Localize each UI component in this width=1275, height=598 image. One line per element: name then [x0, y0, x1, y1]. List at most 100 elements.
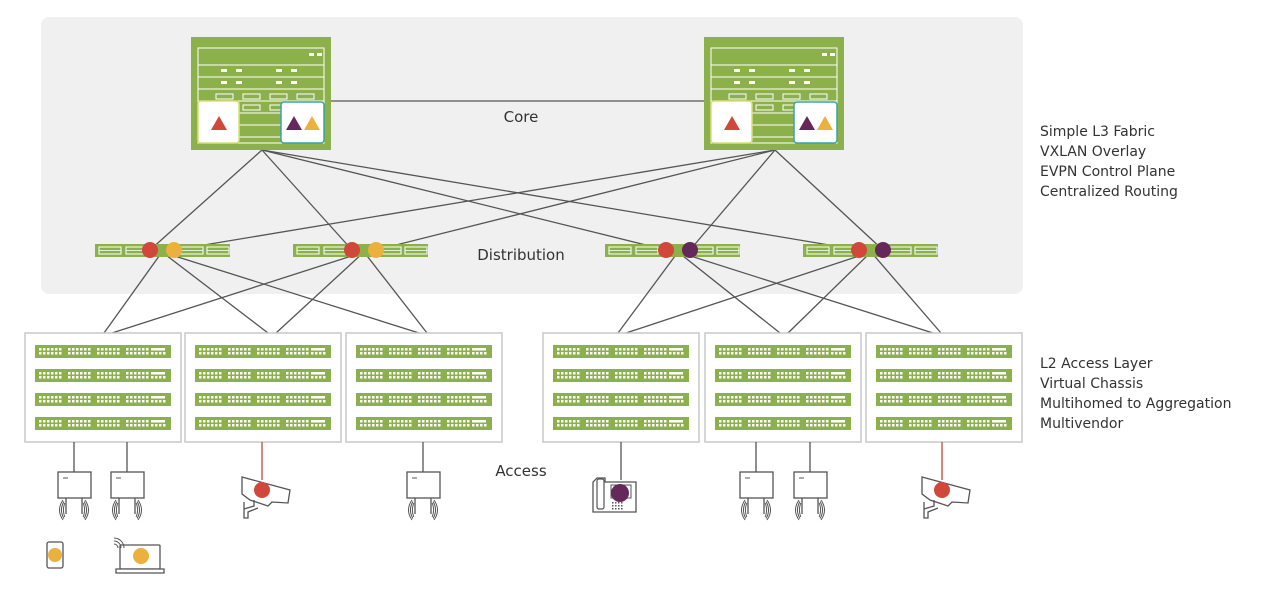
- port: [598, 348, 601, 351]
- port: [739, 348, 742, 351]
- port: [240, 348, 243, 351]
- port: [389, 348, 392, 351]
- port: [126, 424, 129, 427]
- port: [561, 372, 564, 375]
- port: [211, 424, 214, 427]
- port: [84, 420, 87, 423]
- port: [109, 372, 112, 375]
- core-port: [276, 69, 282, 72]
- keypad-key: [615, 502, 617, 504]
- port: [380, 400, 383, 403]
- port: [232, 348, 235, 351]
- port: [731, 424, 734, 427]
- port: [290, 400, 293, 403]
- port: [455, 352, 458, 355]
- port: [105, 420, 108, 423]
- port: [913, 400, 916, 403]
- port: [880, 420, 883, 423]
- wifi-wave-icon: [136, 501, 141, 519]
- port: [810, 376, 813, 379]
- port: [302, 396, 305, 399]
- port: [569, 400, 572, 403]
- port: [756, 424, 759, 427]
- distribution-label: Distribution: [477, 246, 565, 264]
- wifi-wave-icon: [113, 543, 119, 549]
- status-dot: [142, 242, 158, 258]
- port: [785, 348, 788, 351]
- port: [397, 396, 400, 399]
- port: [598, 396, 601, 399]
- port: [602, 400, 605, 403]
- wifi-wave-icon: [112, 499, 117, 521]
- port: [727, 424, 730, 427]
- port: [393, 348, 396, 351]
- port: [760, 376, 763, 379]
- access-switch-chassis: [553, 369, 689, 382]
- uplink-port: [323, 352, 326, 355]
- port: [777, 352, 780, 355]
- uplink-port: [476, 376, 479, 379]
- port: [68, 376, 71, 379]
- port: [768, 400, 771, 403]
- port: [635, 372, 638, 375]
- port: [967, 376, 970, 379]
- port: [389, 400, 392, 403]
- core-distribution-link: [261, 149, 860, 251]
- port: [236, 372, 239, 375]
- port: [594, 352, 597, 355]
- port: [719, 352, 722, 355]
- port: [84, 352, 87, 355]
- port: [561, 420, 564, 423]
- port: [438, 424, 441, 427]
- access-switch-chassis: [715, 369, 851, 382]
- port: [43, 352, 46, 355]
- port: [814, 424, 817, 427]
- port: [913, 352, 916, 355]
- port: [43, 396, 46, 399]
- port: [203, 376, 206, 379]
- access-switch: [876, 345, 1012, 358]
- port: [138, 424, 141, 427]
- port: [822, 396, 825, 399]
- port: [586, 420, 589, 423]
- port: [257, 424, 260, 427]
- port: [719, 420, 722, 423]
- port: [644, 376, 647, 379]
- port: [557, 424, 560, 427]
- port: [138, 396, 141, 399]
- port: [88, 400, 91, 403]
- uplink-port: [311, 376, 314, 379]
- port: [739, 420, 742, 423]
- port: [958, 348, 961, 351]
- access-switch: [195, 345, 331, 358]
- port: [290, 396, 293, 399]
- port: [810, 372, 813, 375]
- core-port: [734, 81, 740, 84]
- port: [913, 376, 916, 379]
- core-module: [755, 93, 774, 100]
- port: [760, 420, 763, 423]
- port: [257, 352, 260, 355]
- uplink-port: [484, 400, 487, 403]
- security-camera: [921, 442, 971, 519]
- port: [199, 376, 202, 379]
- port: [884, 348, 887, 351]
- port: [594, 376, 597, 379]
- wifi-wave-icon: [62, 502, 66, 518]
- port: [364, 376, 367, 379]
- port: [946, 396, 949, 399]
- port: [277, 400, 280, 403]
- port: [557, 420, 560, 423]
- wifi-wave-icon: [83, 501, 88, 519]
- port: [967, 372, 970, 375]
- port: [929, 400, 932, 403]
- port: [971, 372, 974, 375]
- port: [950, 352, 953, 355]
- port: [273, 420, 276, 423]
- port: [954, 396, 957, 399]
- port: [294, 376, 297, 379]
- port: [818, 396, 821, 399]
- port: [664, 372, 667, 375]
- wifi-wave-icon: [742, 501, 747, 519]
- port: [228, 424, 231, 427]
